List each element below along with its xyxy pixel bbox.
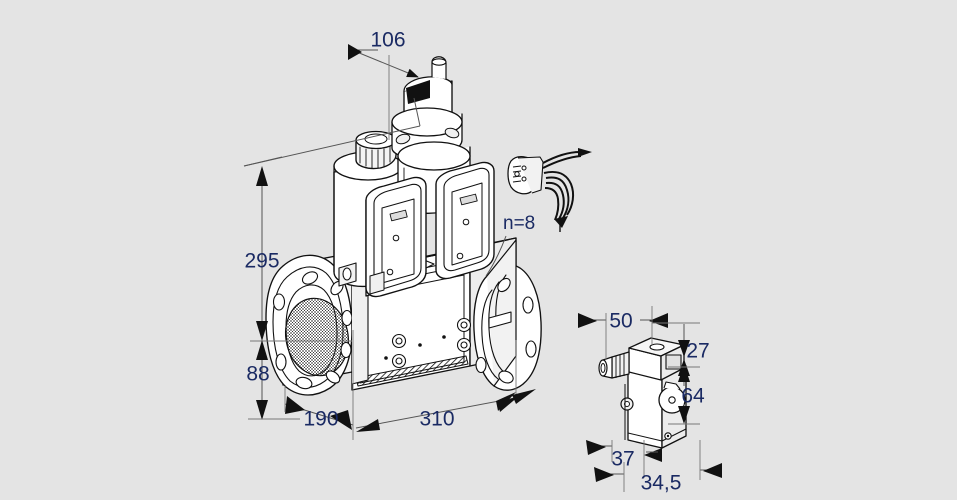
dim-label-37: 37 [611,448,634,471]
multipin-plug-with-leads [507,148,592,232]
callout-label-n8: n=8 [503,213,535,234]
dim-88 [248,340,300,420]
dim-295 [243,156,352,342]
dim-310-endcap [512,389,536,404]
dimension-set-main [243,44,519,440]
dim-64 [668,364,700,425]
dim-190 [284,330,354,440]
dimension-labels: 106 295 88 190 310 50 27 64 37 34,5 n=8 [244,29,709,495]
dim-label-310: 310 [419,408,454,431]
dim-label-295: 295 [244,250,279,273]
dim-label-190: 190 [303,408,338,431]
body-fasteners [384,317,472,369]
dim-310 [355,340,519,432]
dim-34-5 [594,440,722,492]
dim-50 [578,306,668,360]
coil-housing-rear [435,161,495,280]
outlet-flange [473,239,542,391]
main-valve-assembly [265,56,542,396]
dim-label-27: 27 [686,340,709,363]
coil-adjust-nut [355,130,397,170]
coil-housing-front [365,176,427,298]
dim-label-106: 106 [370,29,405,52]
dim-label-64: 64 [681,385,705,408]
connector-head [628,337,685,381]
callout-n8-leader [485,235,507,277]
dimension-set-detail [578,306,722,492]
dim-label-34-5: 34,5 [641,472,682,495]
mounting-bracket [338,262,357,287]
dim-label-50: 50 [609,310,632,333]
dim-label-88: 88 [246,363,269,386]
dim-37 [586,440,662,478]
inlet-flange [265,252,369,396]
